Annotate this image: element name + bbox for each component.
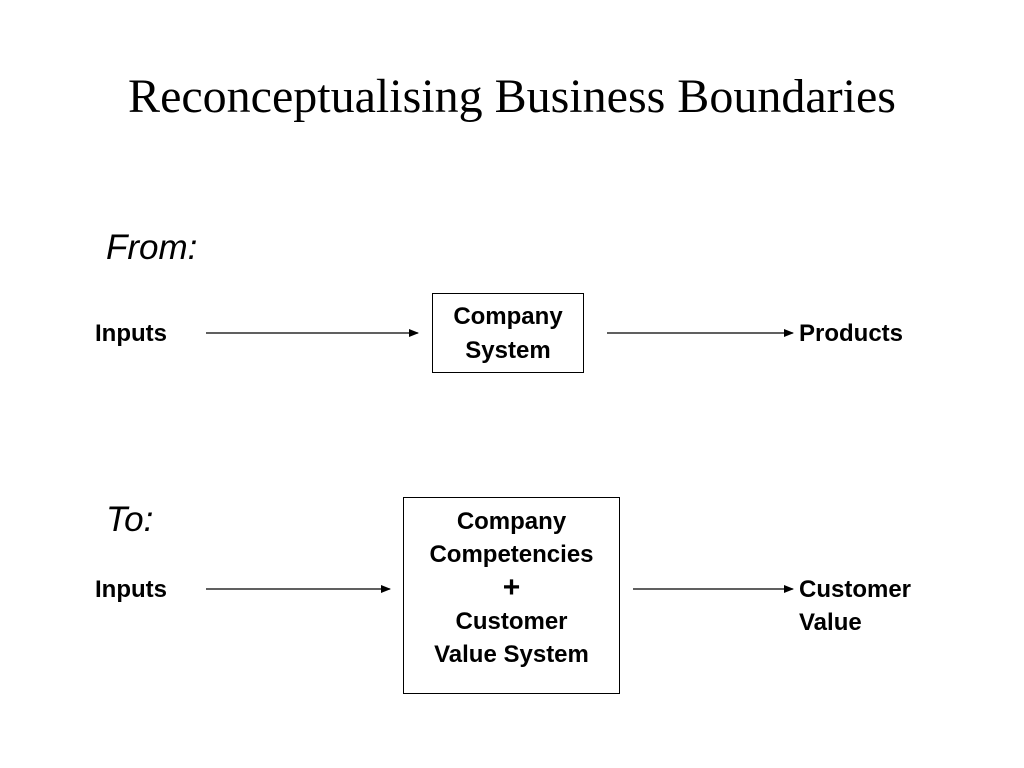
customer-value-label: Customer Value <box>799 573 911 639</box>
to-inputs-label: Inputs <box>95 576 167 603</box>
company-system-line1: Company <box>453 303 563 330</box>
company-system-line2: System <box>465 337 551 364</box>
to-label: To: <box>106 500 154 539</box>
box2-line2: Competencies <box>429 541 594 568</box>
box2-line1: Company <box>456 508 567 535</box>
slide-title: Reconceptualising Business Boundaries <box>128 70 896 123</box>
box2-line3: Customer <box>455 608 568 635</box>
customer-value-line2: Value <box>799 609 862 636</box>
competencies-value-system-box: Company Competencies + Customer Value Sy… <box>403 497 620 694</box>
customer-value-line1: Customer <box>799 576 912 603</box>
products-label: Products <box>799 320 904 347</box>
plus-sign: + <box>502 571 521 604</box>
from-inputs-label: Inputs <box>95 320 167 347</box>
company-system-box: Company System <box>432 293 584 373</box>
from-label: From: <box>106 228 198 267</box>
box2-line4: Value System <box>434 641 589 668</box>
